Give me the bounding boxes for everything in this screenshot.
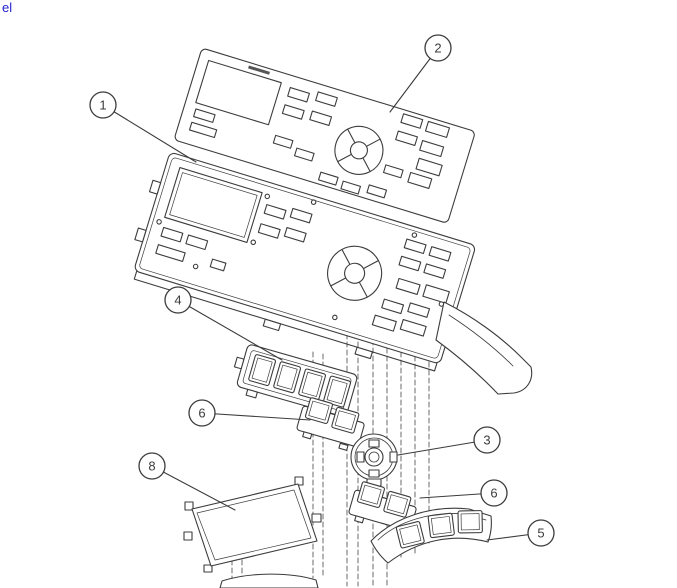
callout-label-5: 5 (537, 526, 544, 541)
callout-part-8: 8 (138, 452, 166, 480)
curved-button-bank-part (370, 507, 492, 564)
display-opening (164, 167, 263, 243)
bottom-cutoff-part (219, 573, 319, 588)
callout-part-4: 4 (164, 286, 192, 314)
callout-part-6-upper: 6 (188, 399, 216, 427)
button-cluster-lower-part (348, 481, 417, 535)
button-bank-part (233, 344, 358, 421)
brand-mark (248, 65, 270, 75)
callout-part-3: 3 (473, 426, 501, 454)
callout-label-4: 4 (174, 293, 181, 308)
callout-part-2: 2 (424, 34, 452, 62)
button-cluster-upper-part (296, 397, 365, 451)
callout-label-8: 8 (148, 459, 155, 474)
callout-label-3: 3 (483, 433, 490, 448)
front-bezel-part (133, 152, 476, 372)
cover-plate-part (183, 476, 322, 573)
bezel-dpad-opening (327, 245, 383, 301)
callout-label-2: 2 (434, 41, 441, 56)
display-window (195, 59, 282, 126)
callout-label-1: 1 (99, 98, 106, 113)
callouts (102, 47, 542, 541)
overlay-dpad (334, 125, 384, 175)
keypad-overlay-part (174, 48, 475, 223)
callout-part-6-lower: 6 (480, 479, 508, 507)
bezel-side-wing (435, 301, 533, 395)
corner-link-fragment[interactable]: el (2, 0, 12, 15)
callout-part-1: 1 (89, 91, 117, 119)
callout-part-5: 5 (527, 519, 555, 547)
callout-label-6-lower: 6 (490, 486, 497, 501)
callout-label-6-upper: 6 (198, 406, 205, 421)
